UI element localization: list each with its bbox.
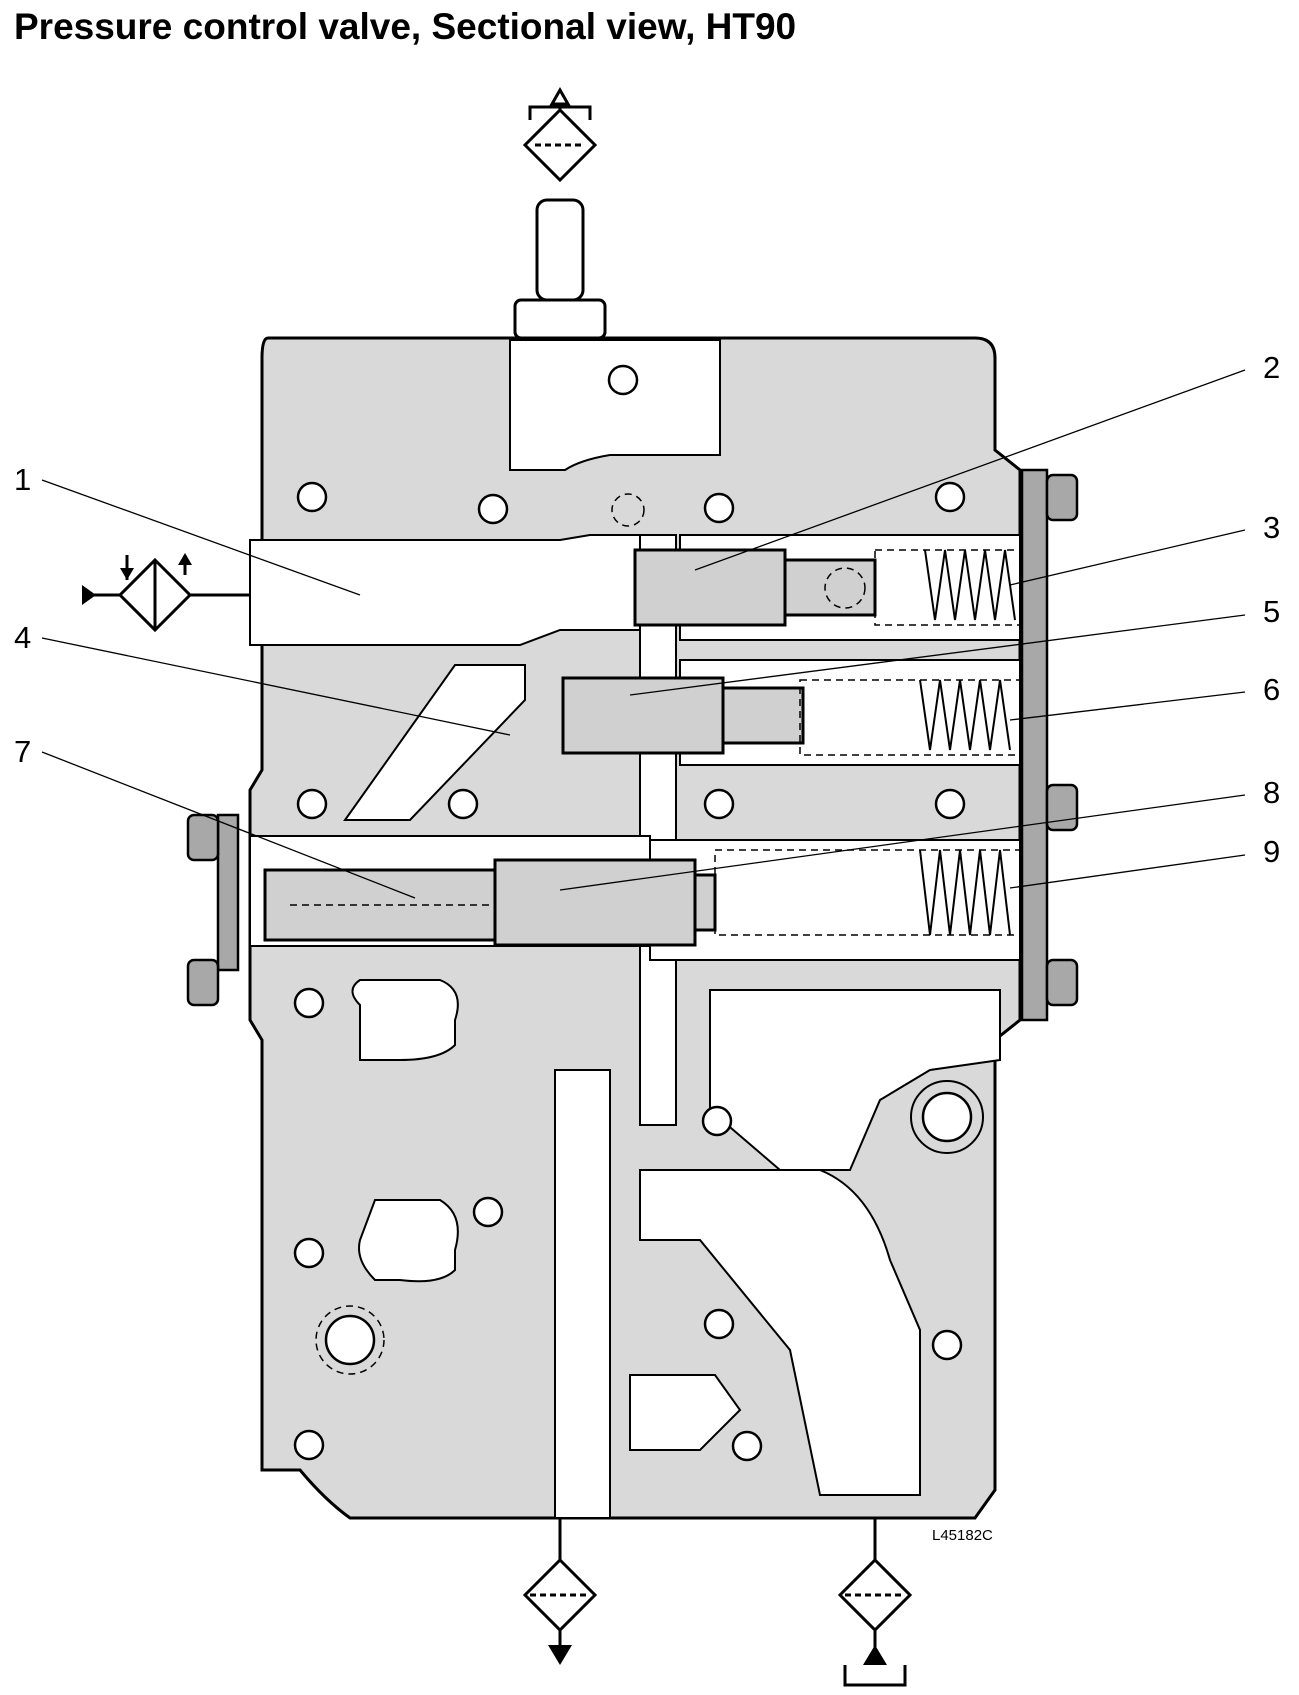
valve-spool-7-8 xyxy=(263,858,717,947)
mounting-holes xyxy=(293,364,984,1462)
callout-7: 7 xyxy=(14,734,31,769)
right-middle-cavity xyxy=(709,989,1001,1171)
leader-lines xyxy=(41,369,1246,899)
diagonal-channel xyxy=(343,664,526,821)
bottom-port-right xyxy=(837,1518,913,1687)
cover-screws xyxy=(186,473,1079,1007)
callout-1: 1 xyxy=(14,462,31,497)
callout-4: 4 xyxy=(14,620,31,655)
small-cavity xyxy=(629,1374,742,1451)
valve-spool-2 xyxy=(633,548,877,627)
left-slot-upper xyxy=(351,979,459,1061)
valve-spool-5 xyxy=(561,676,805,755)
callout-3: 3 xyxy=(1263,510,1280,545)
drain-channel xyxy=(554,1069,611,1519)
callout-8: 8 xyxy=(1263,775,1280,810)
bottom-port-left xyxy=(522,1518,598,1665)
spring-9 xyxy=(714,849,1021,936)
vertical-bore xyxy=(639,534,677,1126)
callout-9: 9 xyxy=(1263,834,1280,869)
left-slot-lower xyxy=(358,1199,459,1283)
lower-right-cavity xyxy=(639,1169,921,1496)
spring-6 xyxy=(799,679,1021,756)
top-housing-pocket xyxy=(509,339,721,471)
right-cover-plate xyxy=(1020,468,1049,1022)
left-port xyxy=(82,553,250,633)
callout-2: 2 xyxy=(1263,350,1280,385)
callout-5: 5 xyxy=(1263,594,1280,629)
top-port xyxy=(513,86,607,340)
figure-reference: L45182C xyxy=(932,1527,993,1544)
diagram-title: Pressure control valve, Sectional view, … xyxy=(14,6,797,47)
callout-6: 6 xyxy=(1263,672,1280,707)
pressure-channel xyxy=(249,534,641,646)
spring-3 xyxy=(874,549,1021,626)
